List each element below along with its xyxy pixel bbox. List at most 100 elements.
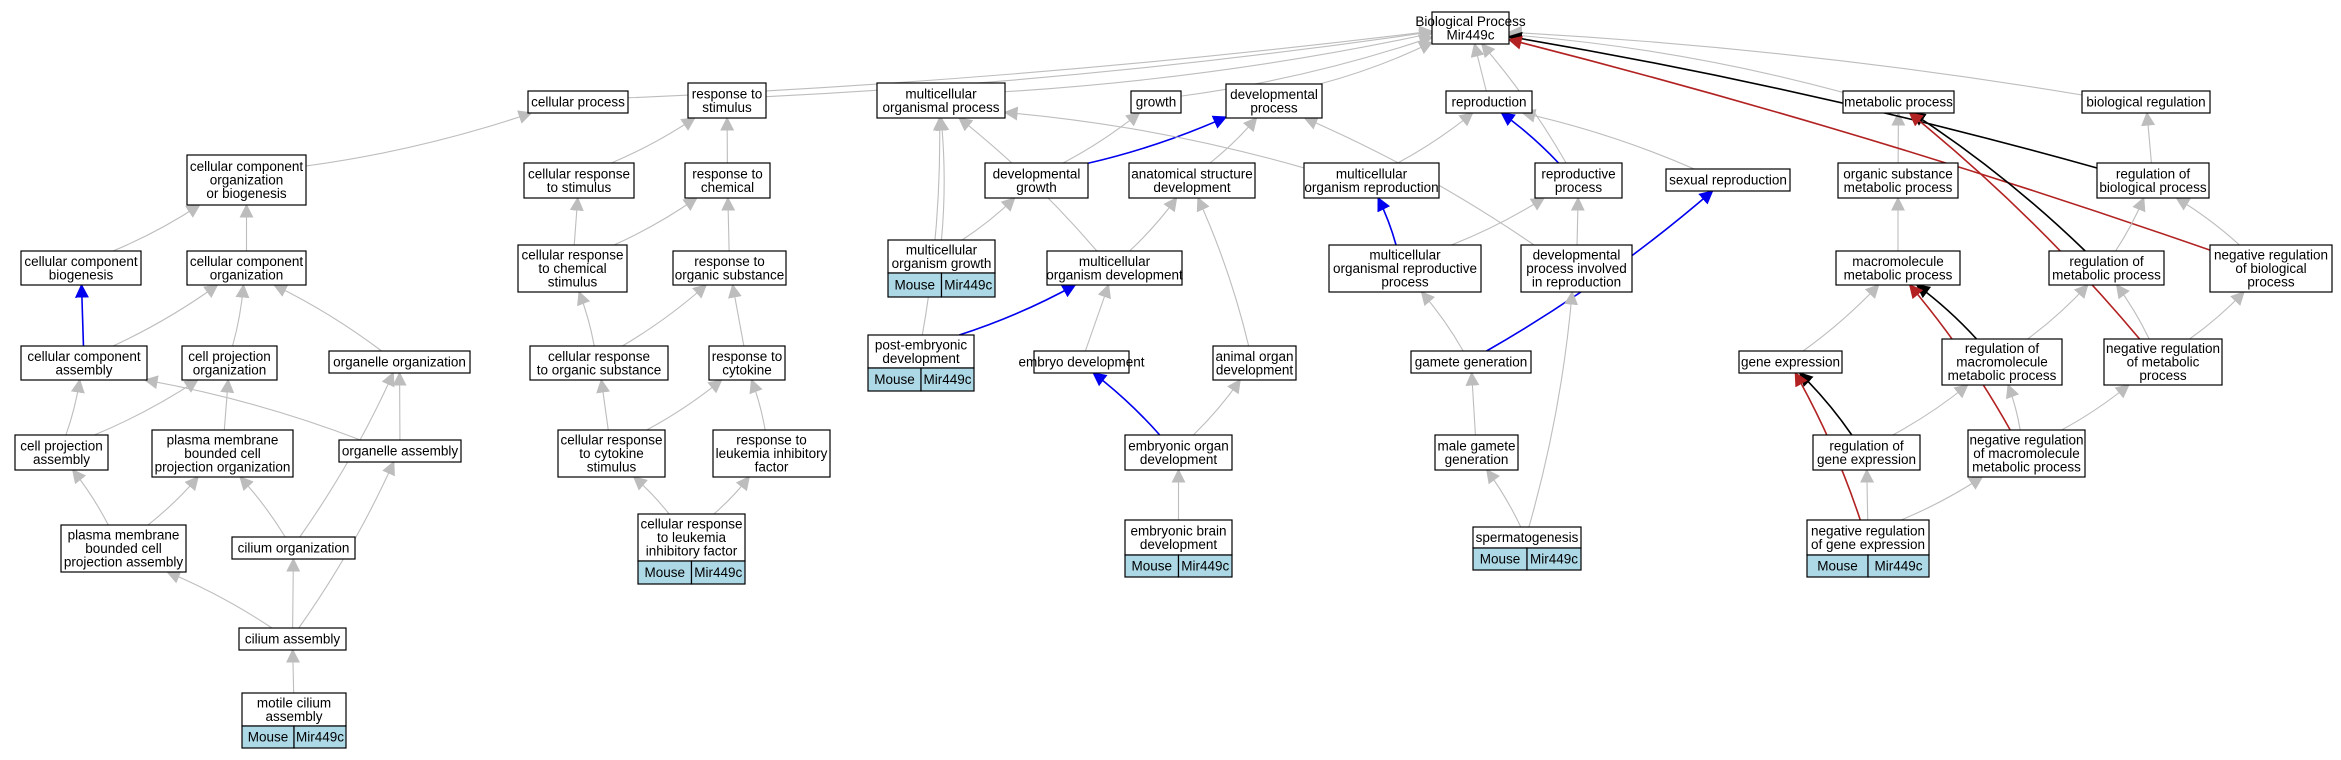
node-box [708,345,786,381]
node-cellular-process[interactable]: cellular process [527,90,629,114]
node-label-line: inhibitory factor [646,544,738,559]
node-box [1410,350,1532,374]
node-embryo-development[interactable]: embryo development [1018,350,1145,374]
species-label: Mouse [874,372,915,387]
edge-sexual-reproduction-to-reproduction [1521,108,1695,170]
node-label-line: organismal process [882,100,999,115]
edge-negative-regulation-of-metabolic-process-to-regulation-of-metabolic-process [2115,283,2150,340]
node-label-line: reproductive [1541,166,1615,181]
node-label-line: metabolic process [2052,267,2161,282]
node-label-line: or biogenesis [206,186,287,201]
edge-multicellular-organism-development-to-anatomical-structure-development [1129,196,1178,252]
edge-post-embryonic-development-to-multicellular-organism-development [958,284,1077,336]
node-label-line: to chemical [538,261,606,276]
node-label-line: cellular component [190,254,304,269]
node-label-line: process [2247,275,2295,290]
gene-cell [920,367,975,392]
node-label-line: leukemia inhibitory [716,446,828,461]
edge-developmental-growth-to-growth [1062,112,1141,164]
node-biological-regulation[interactable]: biological regulation [2081,90,2211,114]
node-organelle-assembly[interactable]: organelle assembly [338,439,462,463]
edge-biological-regulation-to-root [1507,25,2083,96]
node-box [2048,250,2165,286]
edge-reproductive-process-to-reproduction [1500,112,1560,164]
node-growth[interactable]: growth [1130,90,1182,114]
node-gene-expression[interactable]: gene expression [1738,350,1843,374]
node-label-line: cellular response [528,166,630,181]
node-box [1124,434,1233,471]
node-cilium-assembly[interactable]: cilium assembly [238,627,347,651]
node-label-line: cellular response [640,517,742,532]
node-box [1212,345,1297,381]
species-label: Mouse [1817,559,1858,574]
node-cilium-organization[interactable]: cilium organization [231,536,356,560]
node-label-line: cilium organization [238,541,350,556]
edge-response-to-lif-to-response-to-cytokine [749,378,766,431]
node-label-line: organization [193,362,267,377]
node-reproduction[interactable]: reproduction [1445,90,1533,114]
edge-regulation-of-metabolic-process-to-regulation-of-biological-process [2115,196,2146,252]
node-gamete-generation[interactable]: gamete generation [1410,350,1532,374]
edge-regulation-of-metabolic-process-to-metabolic-process [1911,112,2086,252]
node-box [672,250,787,286]
node-box [1128,162,1256,199]
gene-cell [690,560,746,585]
node-label-line: cellular component [190,159,304,174]
gene-cell [1177,554,1233,578]
node-label-line: metabolic process [1844,180,1953,195]
node-metabolic-process[interactable]: metabolic process [1842,90,1955,114]
node-box [1130,90,1182,114]
node-organelle-organization[interactable]: organelle organization [328,350,471,374]
node-sexual-reproduction[interactable]: sexual reproduction [1665,168,1791,192]
node-label-line: sexual reproduction [1669,173,1787,188]
